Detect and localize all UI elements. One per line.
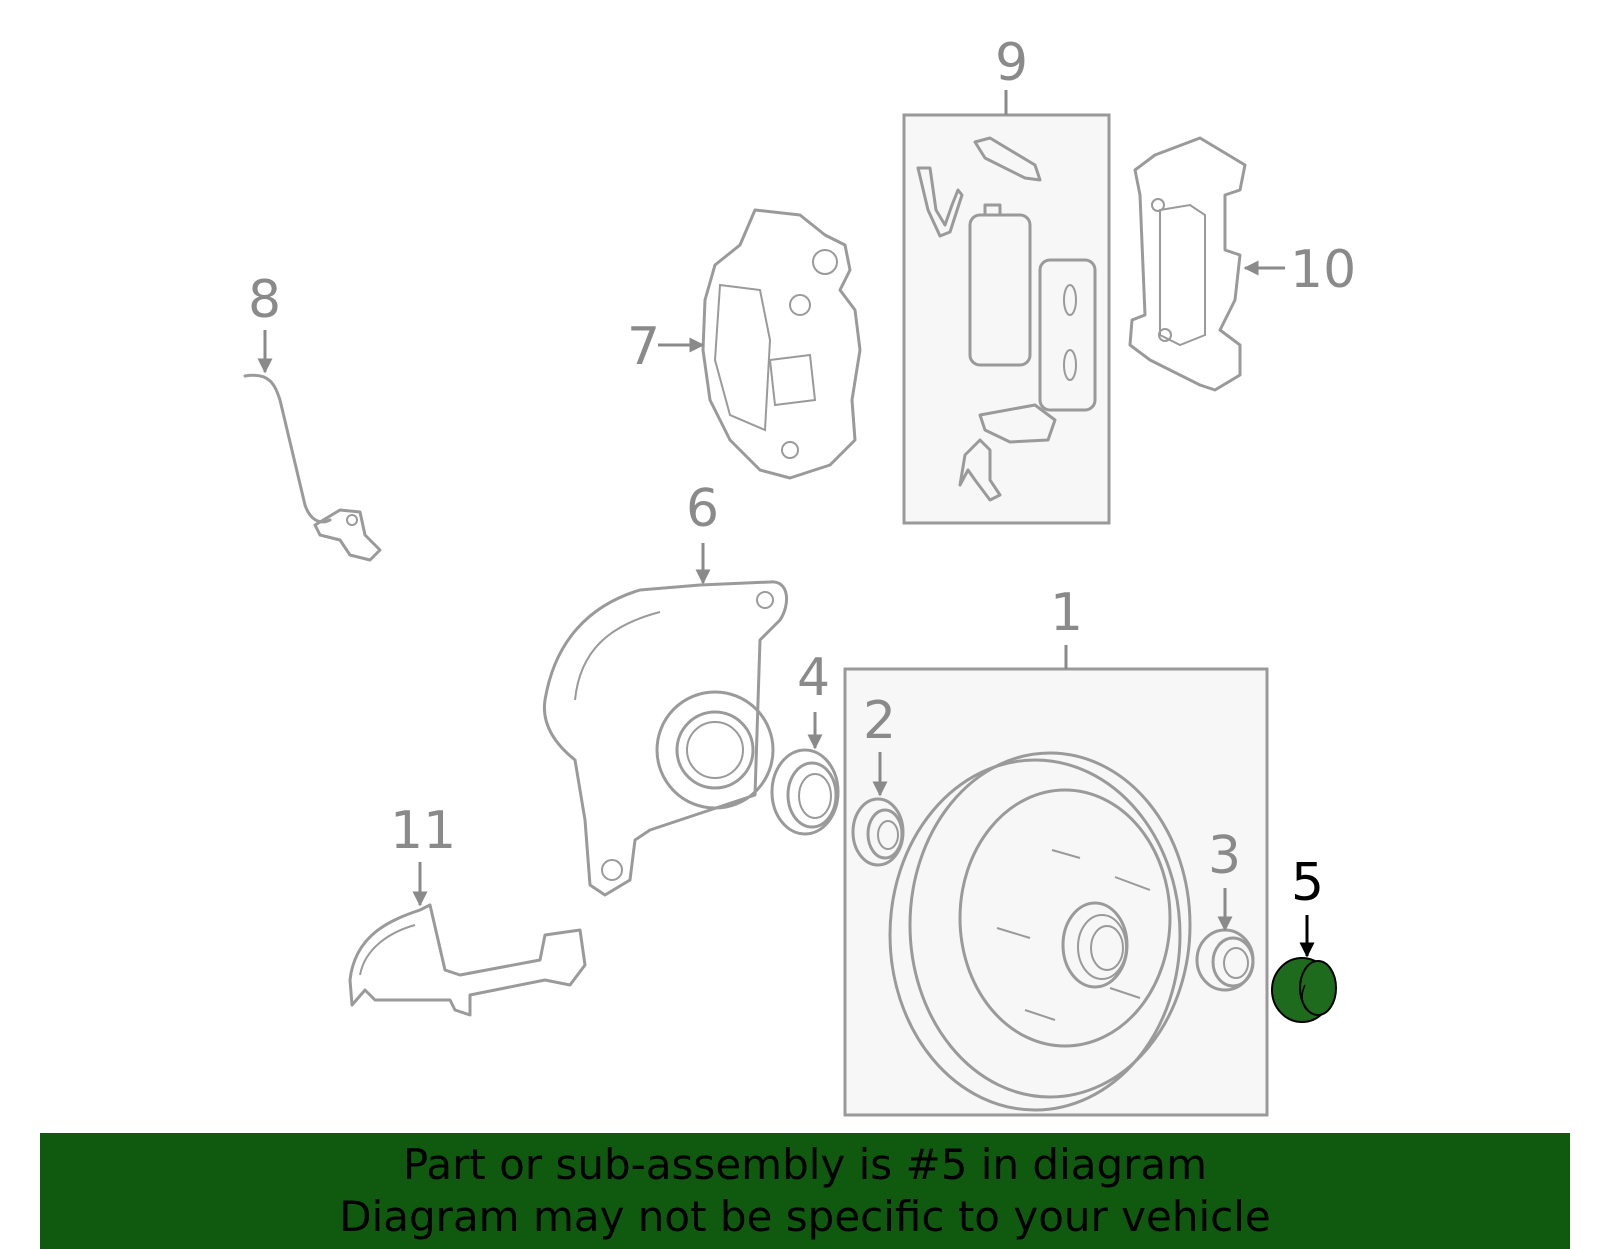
part-3-outer-bearing[interactable] bbox=[1195, 928, 1255, 992]
callout-1: 1 bbox=[1050, 583, 1083, 643]
disclaimer-banner: Part or sub-assembly is #5 in diagram Di… bbox=[40, 1133, 1570, 1249]
part-7-brake-caliper[interactable] bbox=[701, 208, 862, 480]
part-8-abs-sensor[interactable] bbox=[243, 373, 382, 562]
parts-diagram: 9 10 7 8 6 bbox=[243, 33, 1356, 1117]
callout-5: 5 bbox=[1291, 853, 1324, 913]
part-2-inner-bearing[interactable] bbox=[851, 797, 905, 867]
banner-line-1: Part or sub-assembly is #5 in diagram bbox=[402, 1140, 1208, 1189]
part-11-wiring-harness[interactable] bbox=[348, 903, 587, 1017]
callout-8: 8 bbox=[248, 270, 281, 330]
callout-9: 9 bbox=[995, 33, 1028, 93]
part-9-brake-pad-kit[interactable] bbox=[902, 113, 1111, 525]
part-5-dust-cap-highlighted[interactable] bbox=[1271, 957, 1337, 1023]
callout-2: 2 bbox=[863, 691, 896, 751]
callout-10: 10 bbox=[1290, 240, 1356, 300]
callout-4: 4 bbox=[797, 648, 830, 708]
callout-6: 6 bbox=[686, 479, 719, 539]
part-1-rotor-hub[interactable] bbox=[888, 751, 1192, 1112]
callout-3: 3 bbox=[1208, 826, 1241, 886]
callout-7: 7 bbox=[627, 317, 660, 377]
callout-11: 11 bbox=[390, 801, 456, 861]
part-4-grease-seal[interactable] bbox=[770, 748, 840, 836]
banner-line-2: Diagram may not be specific to your vehi… bbox=[339, 1192, 1271, 1241]
part-10-caliper-bracket[interactable] bbox=[1128, 136, 1247, 392]
part-6-dust-shield[interactable] bbox=[542, 580, 789, 897]
